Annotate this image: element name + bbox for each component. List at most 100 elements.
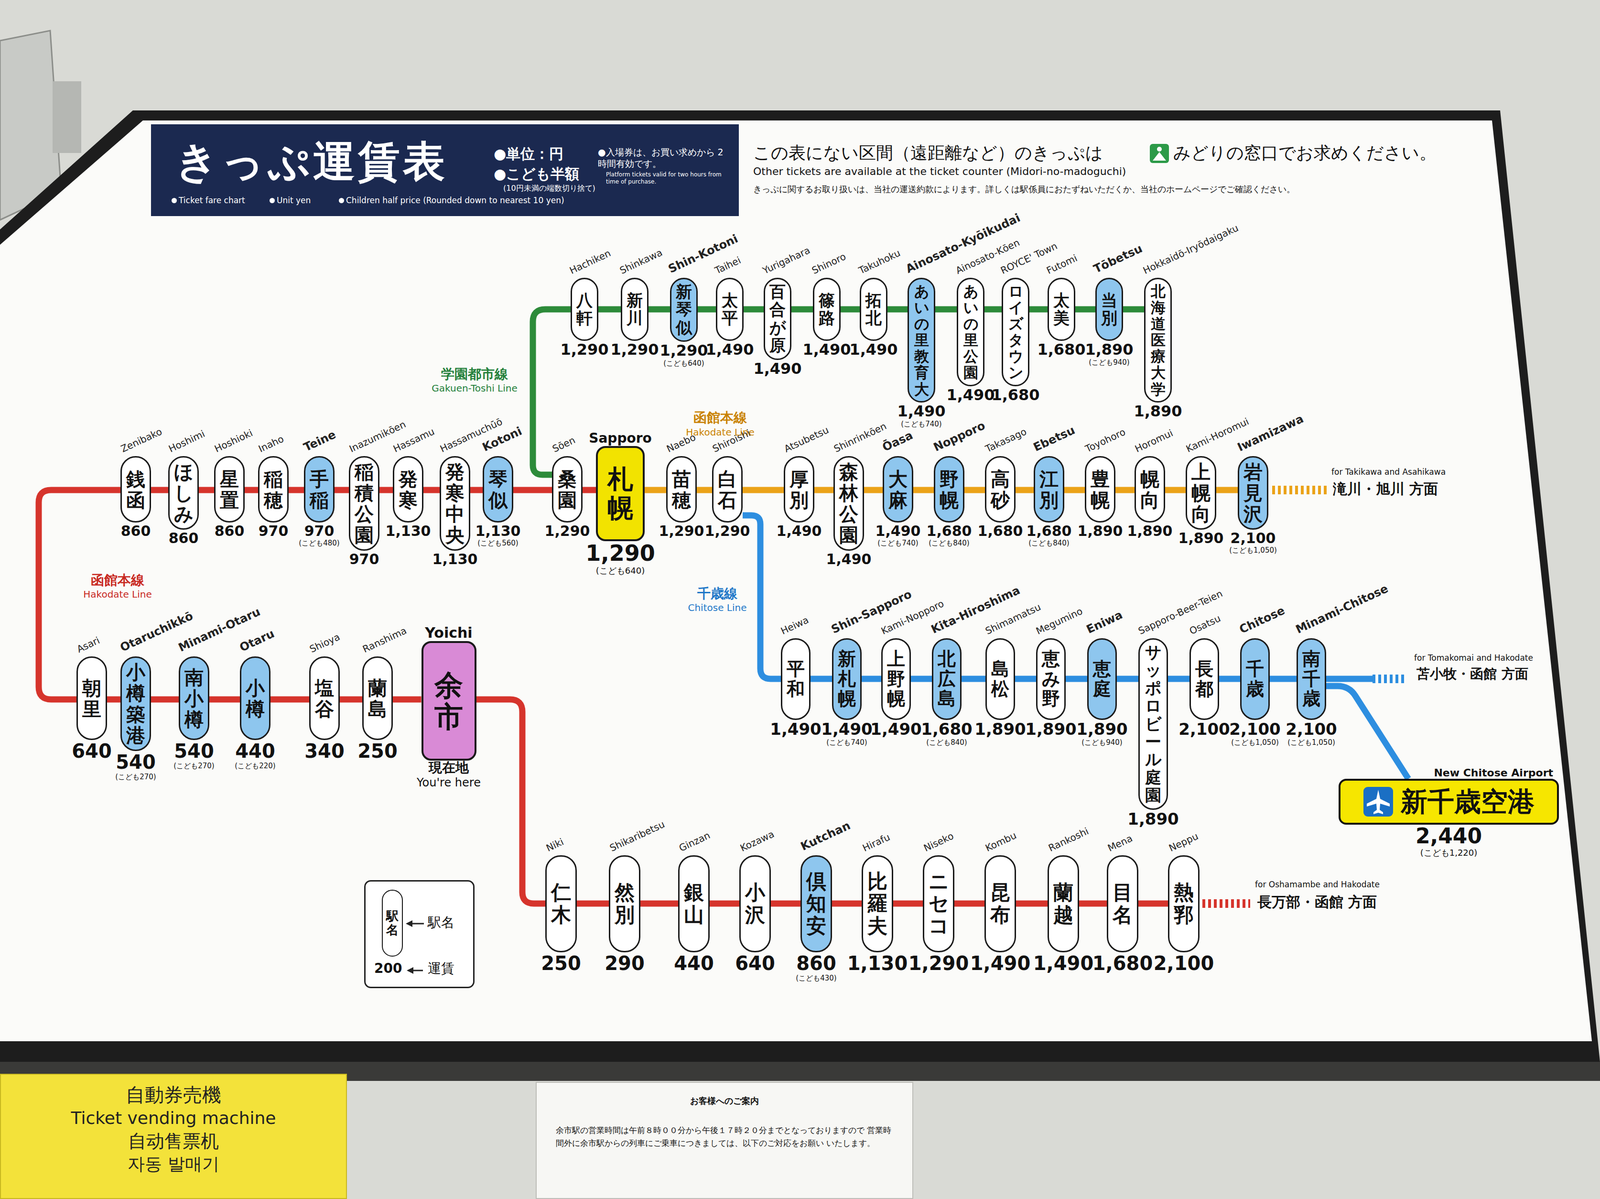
text-holder: Takuhoku <box>856 247 902 277</box>
romaji-name: Inaho <box>256 433 286 455</box>
text-holder: Heiwa <box>778 614 811 637</box>
romaji-name: Shioya <box>307 631 342 655</box>
station-name: 桑園 <box>557 468 577 511</box>
map-label: この表にない区間（遠距離など）のきっぷは <box>753 142 1103 163</box>
text-holder: 1,290(こども640) <box>659 342 708 368</box>
station-box: 高砂Takasago1,680 <box>984 455 1016 523</box>
text-holder: 250 <box>357 740 398 762</box>
station-name: 小樽 <box>245 677 265 720</box>
romaji-name: Atsubetsu <box>782 424 831 455</box>
text-holder: Gakuen-Toshi Line <box>431 382 518 394</box>
text-holder: 1,890 <box>1077 522 1124 539</box>
fare-text: 1,490 <box>705 341 754 358</box>
text-holder: 1,890 <box>1178 529 1224 546</box>
romaji-name: Neppu <box>1167 830 1200 854</box>
text-holder: Otaru <box>237 627 277 655</box>
station-name: 塩谷 <box>314 677 335 720</box>
text-holder: 440(こども220) <box>234 740 276 771</box>
station-box: 熱郛Neppu2,100 <box>1167 854 1200 952</box>
fare-text: 1,490 <box>870 720 922 738</box>
rail-line <box>1165 486 1186 494</box>
text-holder: 1,680 <box>977 522 1024 539</box>
station-box: 篠路Shinoro1,490 <box>812 277 841 341</box>
station-box: 野幌Nopporo1,680(こども840) <box>933 455 965 523</box>
child-fare: (こども1,050) <box>1229 545 1277 555</box>
text-holder: Minami-Chitose <box>1293 582 1391 637</box>
station-box: 太平Taihei1,490 <box>715 277 744 341</box>
child-fare: (こども640) <box>659 358 708 368</box>
text-holder: 1,890 <box>1025 720 1077 738</box>
romaji-name: Minami-Chitose <box>1293 582 1391 637</box>
text-holder: Hoshioki <box>212 427 255 455</box>
map-label: 函館本線 <box>693 410 747 426</box>
fare-text: 1,680 <box>977 522 1024 539</box>
midori-icon-mark <box>1156 146 1162 152</box>
station-name: 新川 <box>626 291 643 328</box>
text-holder: 970 <box>349 551 380 567</box>
station-name: 琴似 <box>488 468 508 511</box>
fare-text: 1,130 <box>432 551 478 567</box>
map-label: 学園都市線 <box>441 366 509 382</box>
map-label: Chitose Line <box>687 602 747 614</box>
rail-line <box>964 486 985 494</box>
airport-box: 新千歳空港New Chitose Airport2,440(こども1,220) <box>1338 778 1559 825</box>
text-holder: Zenibako <box>118 425 164 455</box>
station-box: 新札幌Shin-Sapporo1,490(こども740) <box>832 637 862 720</box>
station-box: 幌向Horomui1,890 <box>1134 455 1166 523</box>
fare-text: 1,490 <box>897 402 946 420</box>
station-name: 仁木 <box>551 881 572 926</box>
romaji-name: Chitose <box>1237 604 1287 637</box>
fare-text: 1,680 <box>1092 952 1154 974</box>
romaji-name: Ebetsu <box>1031 423 1078 455</box>
text-holder: 1,680(こども840) <box>1026 522 1072 548</box>
station-name: 余市 <box>434 669 464 733</box>
rail-line <box>709 900 740 907</box>
romaji-name: Niseko <box>921 830 956 854</box>
romaji-name: Shinoro <box>810 250 848 277</box>
romaji-name: Rankoshi <box>1046 825 1091 854</box>
station-box: 塩谷Shioya340 <box>309 656 340 740</box>
child-fare: (こども1,220) <box>1415 847 1482 858</box>
romaji-name: Kozawa <box>738 828 776 854</box>
fare-text: 1,290 <box>560 341 609 358</box>
fare-text: 1,490 <box>753 360 802 378</box>
station-name: 小沢 <box>745 881 766 926</box>
fare-text: 1,490 <box>776 522 822 539</box>
station-name: 札幌 <box>607 464 634 522</box>
text-holder: Children half price (Rounded down to nea… <box>345 195 565 206</box>
fare-text: 970 <box>298 522 340 539</box>
text-holder: Shinoro <box>810 250 848 277</box>
text-holder: New Chitose Airport <box>1433 766 1554 779</box>
child-fare: (こども840) <box>920 737 973 747</box>
midori-icon-mark <box>1152 151 1167 161</box>
station-box: 小樽Otaru440(こども220) <box>239 656 271 740</box>
fare-text: 1,130 <box>475 522 521 539</box>
text-holder: Ticket fare chart <box>178 195 246 206</box>
rail-line <box>1219 675 1241 682</box>
board-frame <box>0 110 1600 1062</box>
text-holder: Chitose <box>1237 604 1287 637</box>
romaji-name: Takasago <box>983 425 1028 455</box>
text-holder: Other tickets are available at the ticke… <box>753 165 1126 178</box>
map-label: 長万部・函館 方面 <box>1257 893 1377 911</box>
rail-line <box>1167 675 1190 682</box>
fare-text: 970 <box>349 551 380 567</box>
fare-text: 250 <box>357 740 398 762</box>
rail-line <box>1123 306 1145 313</box>
station-box: 手稲Teine970(こども480) <box>303 455 335 523</box>
station-name: 篠路 <box>818 291 835 328</box>
station-box: 銀山Ginzan440 <box>678 854 710 952</box>
romaji-name: Ranshima <box>360 624 409 655</box>
rail-line <box>476 699 546 904</box>
text-holder: 1,490(こども740) <box>875 522 921 548</box>
romaji-name: Osatsu <box>1187 612 1223 637</box>
station-name: 上幌向 <box>1191 461 1211 525</box>
rail-line <box>697 306 716 313</box>
fare-text: 1,680 <box>1037 341 1086 358</box>
rail-line <box>598 306 621 313</box>
rail-line <box>1015 486 1034 494</box>
station-box: 苗穂Naebo1,290 <box>666 455 697 523</box>
text-holder: Niki <box>544 835 566 854</box>
key-text: 200 <box>374 960 402 976</box>
text-holder: 2,100(こども1,050) <box>1229 720 1281 747</box>
